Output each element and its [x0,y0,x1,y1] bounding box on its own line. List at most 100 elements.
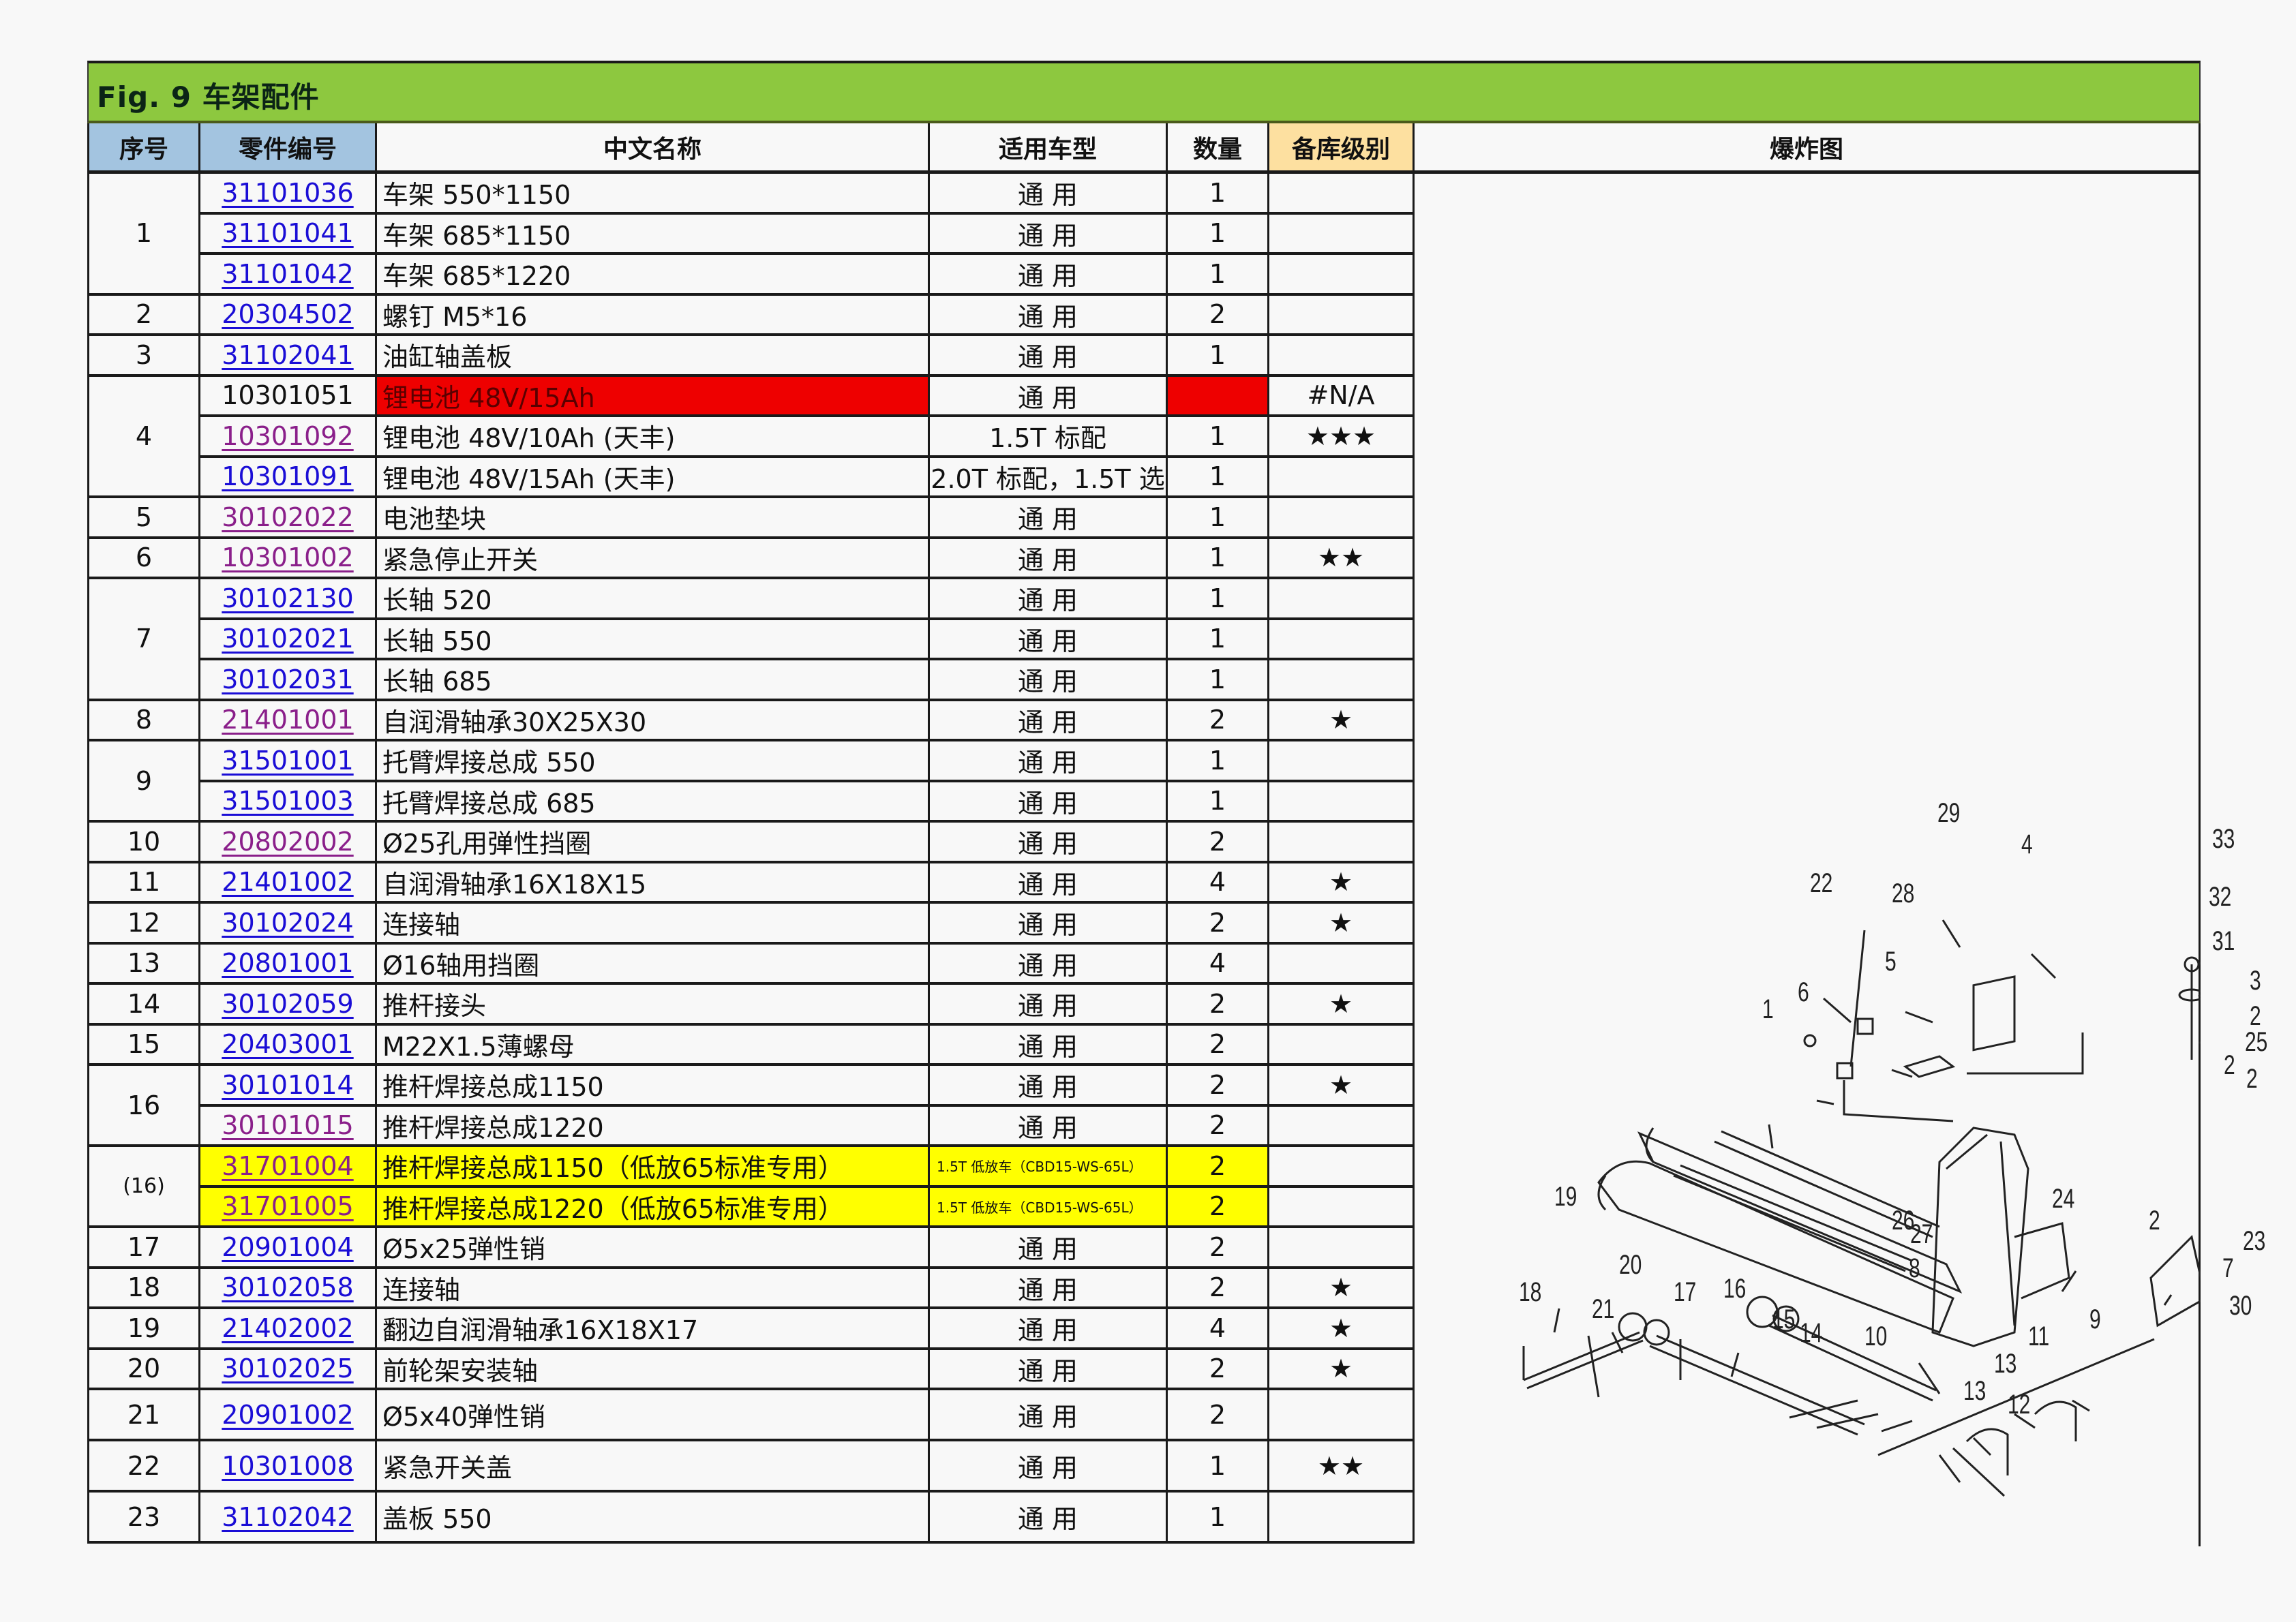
part-number-link[interactable]: 20304502 [222,299,354,330]
quantity-cell: 2 [1168,1106,1269,1147]
applicable-model: 1.5T 标配 [989,423,1106,454]
stock-level-cell [1269,1228,1415,1269]
part-number-cell: 21401002 [200,863,377,904]
item-index: 2 [135,299,153,330]
applicable-model-cell: 通 用 [930,741,1168,782]
part-name: M22X1.5薄螺母 [382,1031,575,1062]
part-name-cell: 盖板 550 [377,1493,930,1544]
quantity: 4 [1209,1313,1226,1343]
part-name: 紧急开关盖 [382,1453,513,1483]
callout-label: 26 [1892,1206,1915,1236]
part-number-link[interactable]: 10301092 [222,420,354,451]
part-number-link[interactable]: 20901002 [222,1399,354,1430]
part-number-link[interactable]: 21401002 [222,867,354,898]
part-number-link[interactable]: 30102130 [222,583,354,613]
part-number-link[interactable]: 20901004 [222,1231,354,1262]
item-index: 10 [127,826,161,857]
part-number-cell: 30102058 [200,1268,377,1309]
quantity: 1 [1209,420,1226,451]
part-number-link[interactable]: 30102058 [222,1272,354,1303]
part-number-link[interactable]: 30102025 [222,1353,354,1384]
callout-label: 2 [2250,1001,2261,1031]
part-number-link[interactable]: 10301008 [222,1450,354,1481]
applicable-model-cell: 1.5T 低放车（CBD15-WS-65L） [930,1187,1168,1228]
item-index: 19 [127,1313,161,1343]
callout-label: 1 [1762,994,1774,1024]
part-number-cell: 10301008 [200,1441,377,1493]
quantity-cell: 1 [1168,214,1269,255]
callout-label: 2 [2224,1050,2235,1080]
part-number-link[interactable]: 31701004 [222,1150,354,1181]
header-index: 序号 [87,123,200,174]
part-name: 前轮架安装轴 [382,1356,539,1386]
part-number-link[interactable]: 30102021 [222,624,354,654]
quantity-cell: 2 [1168,1349,1269,1390]
quantity-cell: 1 [1168,255,1269,296]
applicable-model: 1.5T 低放车（CBD15-WS-65L） [937,1199,1143,1216]
applicable-model: 通 用 [1017,545,1078,575]
part-number-cell: 30101014 [200,1066,377,1107]
stock-level-cell [1269,1106,1415,1147]
applicable-model-cell: 通 用 [930,498,1168,539]
part-number-link[interactable]: 31101036 [222,177,354,208]
part-number-link[interactable]: 31102042 [222,1501,354,1532]
part-number-link[interactable]: 31701005 [222,1191,354,1222]
quantity-cell: 2 [1168,295,1269,336]
part-number-link[interactable]: 20403001 [222,1029,354,1060]
applicable-model-cell: 通 用 [930,255,1168,296]
part-name-cell: 电池垫块 [377,498,930,539]
quantity-cell: 2 [1168,823,1269,863]
stock-level-cell: ★ [1269,904,1415,945]
item-index: (16) [123,1174,165,1198]
part-name: 锂电池 48V/10Ah (天丰) [382,423,676,454]
applicable-model: 1.5T 低放车（CBD15-WS-65L） [937,1159,1143,1176]
part-number-link[interactable]: 31501001 [222,745,354,776]
part-number-link[interactable]: 20801001 [222,948,354,979]
quantity: 2 [1209,1029,1226,1060]
item-index-cell: 21 [87,1390,200,1441]
part-number-link[interactable]: 31101041 [222,218,354,249]
stock-level-cell: ★★ [1269,538,1415,579]
callout-label: 18 [1519,1277,1542,1307]
part-name-cell: 锂电池 48V/15Ah [377,376,930,417]
part-number-link[interactable]: 30101014 [222,1069,354,1100]
part-number-link[interactable]: 10301091 [222,461,354,492]
part-number-link[interactable]: 10301002 [222,542,354,573]
applicable-model: 通 用 [1017,707,1078,737]
applicable-model: 通 用 [1017,1031,1078,1062]
part-name: 油缸轴盖板 [382,342,513,373]
part-number-link[interactable]: 21402002 [222,1313,354,1343]
applicable-model: 通 用 [1017,504,1078,535]
part-name-cell: 螺钉 M5*16 [377,295,930,336]
item-index-cell: 15 [87,1025,200,1066]
part-number-link[interactable]: 21401001 [222,705,354,735]
part-name-cell: 推杆焊接总成1150 [377,1066,930,1107]
part-number-link[interactable]: 31501003 [222,786,354,816]
item-index-cell: 9 [87,741,200,823]
part-name: 盖板 550 [382,1504,492,1534]
part-number-cell: 31102042 [200,1493,377,1544]
applicable-model: 通 用 [1017,1356,1078,1386]
applicable-model: 通 用 [1017,220,1078,251]
part-number-link[interactable]: 30102022 [222,502,354,532]
part-name: 连接轴 [382,910,461,940]
part-number-link[interactable]: 20802002 [222,826,354,857]
part-name-cell: 锂电池 48V/10Ah (天丰) [377,417,930,458]
applicable-model: 通 用 [1017,667,1078,697]
part-number-cell: 20901004 [200,1228,377,1269]
applicable-model-cell: 2.0T 标配，1.5T 选 [930,457,1168,498]
part-number-link[interactable]: 31101042 [222,258,354,289]
quantity: 1 [1209,502,1226,532]
quantity-cell: 1 [1168,741,1269,782]
applicable-model-cell: 通 用 [930,619,1168,660]
part-number-cell: 31101041 [200,214,377,255]
part-number-link[interactable]: 30102031 [222,664,354,694]
quantity: 2 [1209,1110,1226,1141]
part-number-link[interactable]: 30102059 [222,988,354,1019]
applicable-model-cell: 通 用 [930,1390,1168,1441]
part-number-link[interactable]: 31102041 [222,339,354,370]
callout-label: 27 [1910,1219,1933,1249]
part-number-link[interactable]: 30101015 [222,1110,354,1141]
part-number-link[interactable]: 30102024 [222,907,354,938]
stock-level-cell [1269,660,1415,701]
